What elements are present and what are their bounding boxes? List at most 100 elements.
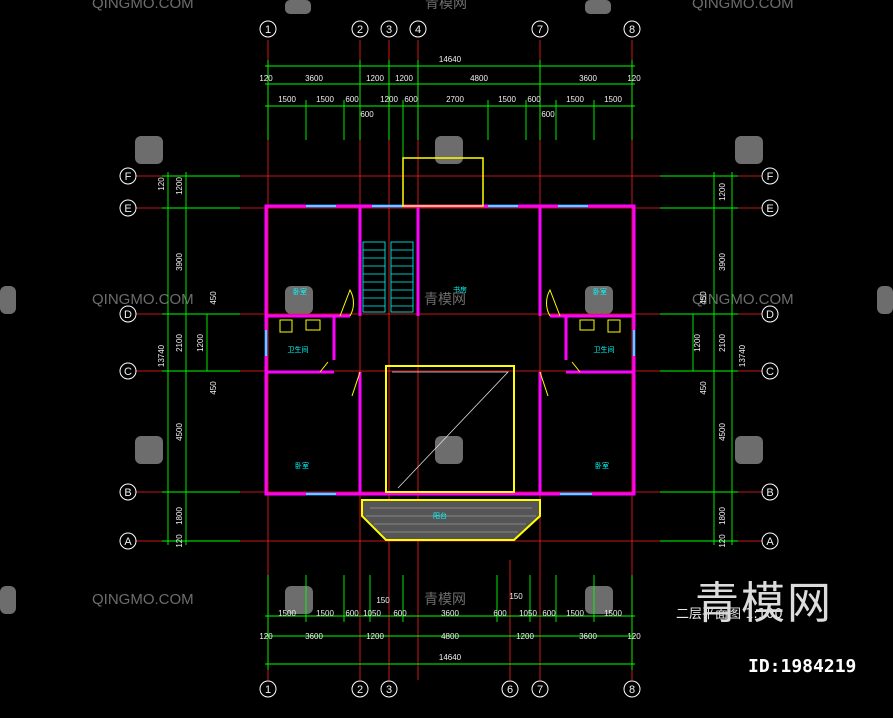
dimension-text: 1200 [516,632,534,641]
watermark-logo-icon [135,436,163,464]
right-dimensions: 1200 3900 2100 4500 1800 120 13740 450 1… [693,183,747,548]
dimension-text: 1800 [718,507,727,525]
top-dimensions: 14640 120 3600 1200 1200 4800 3600 120 1… [259,55,641,119]
watermark-logo-icon [735,136,763,164]
axis-label-left: F [125,171,132,183]
dimension-text: 600 [345,95,359,104]
watermark-logo-icon [285,286,313,314]
dimension-text: 1200 [693,334,702,352]
dimension-text: 1200 [366,74,384,83]
dimension-text: 1500 [316,609,334,618]
watermark-text: QINGMO.COM [692,291,794,308]
axis-label-left: D [124,309,132,321]
dimension-text: 2700 [446,95,464,104]
room-label: 卫生间 [288,345,309,354]
watermark-text: 青模网 [424,592,466,608]
dimension-lines [162,60,738,670]
dimension-text: 150 [376,596,390,605]
axis-label-bottom: 3 [386,684,392,696]
watermark-logo-icon [435,436,463,464]
central-void [385,365,515,493]
room-label: 卧室 [295,461,309,470]
id-label: ID:1984219 [748,656,857,677]
axis-label-right: A [766,536,774,548]
dimension-text: 1500 [566,95,584,104]
dimension-text: 1500 [278,95,296,104]
dimension-text: 3600 [305,74,323,83]
watermark-text: QINGMO.COM [692,0,794,12]
dimension-text: 120 [718,534,727,548]
dimension-text: 2100 [718,334,727,352]
dimension-text: 1500 [604,95,622,104]
dimension-text: 450 [699,291,708,305]
watermark-logo-icon [585,286,613,314]
axis-label-top: 1 [265,24,271,36]
dimension-text: 120 [259,632,273,641]
dimension-text: 3600 [305,632,323,641]
dimension-text: 1200 [366,632,384,641]
dimension-text: 1800 [175,507,184,525]
dimension-text: 450 [209,381,218,395]
dimension-text: 2100 [175,334,184,352]
dimension-text: 120 [627,74,641,83]
dimension-text: 4500 [718,423,727,441]
dimension-total: 14640 [439,653,462,662]
dimension-text: 120 [175,534,184,548]
dimension-text: 1500 [566,609,584,618]
roof-bay [402,157,484,207]
axis-label-right: B [766,487,773,499]
doors [319,288,581,397]
watermark-logo-icon [285,0,311,14]
dimension-text: 3600 [441,609,459,618]
room-label: 卧室 [293,287,307,296]
dimension-text: 120 [259,74,273,83]
room-label: 卧室 [593,287,607,296]
axis-label-left: E [124,203,131,215]
dimension-total: 13740 [738,344,747,367]
watermark-logo-icon [585,0,611,14]
staircase [362,241,414,313]
axis-label-bottom: 1 [265,684,271,696]
dimension-text: 1500 [604,609,622,618]
dimension-text: 1200 [175,177,184,195]
dimension-text: 4800 [470,74,488,83]
dimension-text: 120 [157,177,166,191]
dimension-text: 3600 [579,74,597,83]
dimension-text: 1500 [316,95,334,104]
watermark-layer: QINGMO.COM 青模网 QINGMO.COM QINGMO.COM 青模网… [0,0,893,614]
watermark-logo-icon [0,586,16,614]
axis-label-right: C [766,366,774,378]
watermark-logo-icon [435,136,463,164]
dimension-text: 600 [360,110,374,119]
dimension-text: 1050 [363,609,381,618]
dimension-text: 600 [541,110,555,119]
dimension-text: 600 [393,609,407,618]
bathroom-fixtures [279,319,621,333]
plan-title: 二层平面图 1:100 [676,607,783,622]
dimension-text: 3900 [175,253,184,271]
axis-label-top: 3 [386,24,392,36]
room-labels: 卧室 书房 卧室 卧室 卧室 卫生间 卫生间 阳台 [288,285,615,520]
balcony [361,499,541,541]
dimension-text: 1050 [519,609,537,618]
dimension-text: 150 [509,592,523,601]
dimension-total: 14640 [439,55,462,64]
dimension-text: 600 [493,609,507,618]
dimension-total: 13740 [157,344,166,367]
dimension-text: 3600 [579,632,597,641]
watermark-text: QINGMO.COM [92,591,194,608]
dimension-text: 450 [699,381,708,395]
dimension-text: 1200 [718,183,727,201]
axis-label-left: A [124,536,132,548]
axis-label-bottom: 2 [357,684,363,696]
axis-label-top: 8 [629,24,635,36]
dimension-text: 450 [209,291,218,305]
axis-label-right: F [767,171,774,183]
axis-label-top: 2 [357,24,363,36]
dimension-text: 4800 [441,632,459,641]
watermark-text: QINGMO.COM [92,0,194,12]
axis-label-bottom: 8 [629,684,635,696]
dimension-text: 4500 [175,423,184,441]
watermark-text: 青模网 [425,0,467,12]
